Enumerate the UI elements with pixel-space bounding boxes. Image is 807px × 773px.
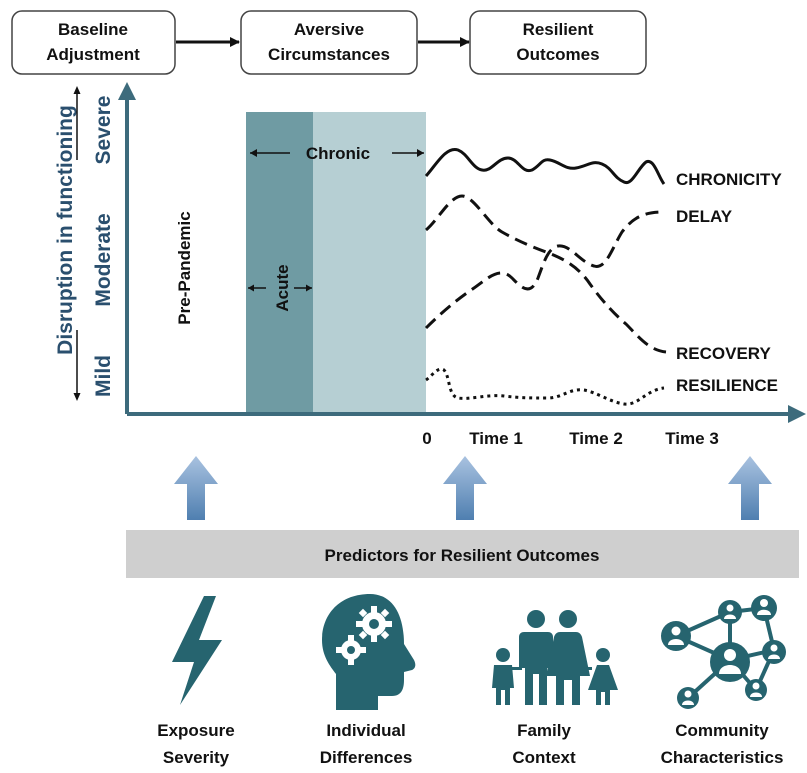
acute-label: Acute: [273, 264, 292, 311]
flow-step-aversive: Aversive Circumstances: [240, 10, 418, 75]
flow-step-resilient-line1: Resilient: [523, 20, 594, 39]
chronic-span: Chronic: [250, 144, 424, 163]
predictor-family-line1: Family: [517, 721, 571, 740]
predictor-community-line2: Characteristics: [661, 748, 784, 767]
flow-step-resilient-line2: Outcomes: [516, 45, 599, 64]
predictor-individual-line1: Individual: [326, 721, 405, 740]
predictor-individual-line2: Differences: [320, 748, 413, 767]
level-mild: Mild: [92, 355, 115, 397]
chronic-label: Chronic: [306, 144, 370, 163]
time-label-3: Time 3: [665, 429, 719, 448]
predictor-exposure-line2: Severity: [163, 748, 230, 767]
recovery-curve: [424, 194, 667, 354]
flow-step-baseline-line2: Adjustment: [46, 45, 140, 64]
time-label-1: Time 1: [469, 429, 523, 448]
level-moderate: Moderate: [92, 213, 115, 306]
chronic-phase-region: [313, 112, 426, 414]
severity-scale: Mild Moderate Severe: [73, 86, 115, 401]
acute-span: Acute: [248, 264, 312, 312]
up-arrow-left: [174, 456, 218, 520]
x-axis-arrowhead: [788, 405, 806, 423]
predictor-family-line2: Context: [512, 748, 576, 767]
flow-step-resilient: Resilient Outcomes: [469, 10, 647, 75]
flow-step-baseline-line1: Baseline: [58, 20, 128, 39]
up-arrow-right: [728, 456, 772, 520]
predictor-exposure-line1: Exposure: [157, 721, 234, 740]
delay-curve: [424, 210, 665, 330]
label-recovery: RECOVERY: [676, 344, 771, 363]
y-axis-arrowhead: [118, 82, 136, 100]
flow-step-aversive-line2: Circumstances: [268, 45, 390, 64]
label-resilience: RESILIENCE: [676, 376, 778, 395]
predictors-band: [126, 530, 799, 578]
pre-pandemic-label: Pre-Pandemic: [175, 211, 194, 324]
flow-step-baseline: Baseline Adjustment: [11, 10, 176, 75]
flow-step-aversive-line1: Aversive: [294, 20, 364, 39]
family-icon: [492, 610, 618, 705]
acute-phase-region: [246, 112, 313, 414]
predictors-title: Predictors for Resilient Outcomes: [325, 546, 600, 565]
time-label-0: 0: [422, 429, 431, 448]
label-delay: DELAY: [676, 207, 733, 226]
label-chronicity: CHRONICITY: [676, 170, 782, 189]
up-arrow-center: [443, 456, 487, 520]
predictor-community-line1: Community: [675, 721, 769, 740]
chart-axes: [118, 82, 806, 423]
time-label-2: Time 2: [569, 429, 623, 448]
chronicity-curve: [424, 148, 666, 185]
head-gears-icon: [322, 594, 416, 710]
resilience-curve: [425, 367, 665, 406]
y-axis-title: Disruption in functioning: [54, 105, 77, 355]
lightning-icon: [172, 596, 222, 705]
level-severe: Severe: [92, 96, 115, 165]
network-icon: [661, 595, 786, 709]
